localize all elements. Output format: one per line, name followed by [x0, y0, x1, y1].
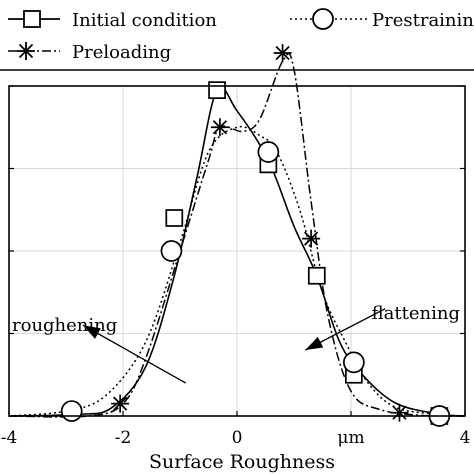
annotation-label-flattening: flattening	[372, 303, 460, 324]
marker-preloading-2	[273, 44, 292, 62]
legend-label-prestraining: Prestraining	[372, 10, 474, 31]
x-axis-ticks: -4 -2 0 μm 4	[1, 411, 471, 448]
marker-prestraining-2	[257, 141, 280, 163]
annotation-label-roughening: roughening	[12, 315, 117, 336]
marker-preloading-3	[302, 229, 321, 248]
legend: Initial condition Prestraining Preloadin…	[0, 8, 474, 71]
x-tick-label-3: μm	[337, 428, 364, 448]
marker-preloading-4	[390, 403, 409, 422]
legend-marker-asterisk	[17, 42, 35, 60]
legend-label-preloading: Preloading	[72, 42, 171, 63]
x-tick-label-2: 0	[232, 428, 243, 448]
legend-marker-circle	[312, 8, 334, 30]
x-tick-label-0: -4	[1, 428, 18, 448]
x-tick-label-4: 4	[460, 428, 471, 448]
marker-prestraining-3	[343, 351, 365, 374]
marker-preloading-0	[111, 394, 130, 413]
series-line-initial-condition	[8, 86, 466, 417]
marker-prestraining-0	[60, 400, 83, 422]
annotation-layer: roughening flattening	[12, 303, 460, 384]
annotation-arrow-head-roughening	[83, 325, 101, 339]
marker-initial-condition-0	[165, 209, 184, 227]
annotation-arrow-shaft-roughening	[82, 324, 187, 384]
marker-preloading-1	[210, 118, 229, 137]
marker-initial-condition-1	[208, 81, 226, 99]
x-tick-label-1: -2	[115, 428, 132, 448]
legend-marker-square	[23, 10, 41, 28]
marker-prestraining-1	[160, 240, 183, 262]
series-line-preloading	[8, 52, 466, 418]
marker-initial-condition-3	[307, 266, 326, 285]
annotation-arrow-head-flattening	[305, 336, 324, 350]
series-layer	[8, 52, 466, 418]
legend-label-initial-condition: Initial condition	[72, 10, 217, 31]
x-axis-label: Surface Roughness	[149, 451, 335, 473]
